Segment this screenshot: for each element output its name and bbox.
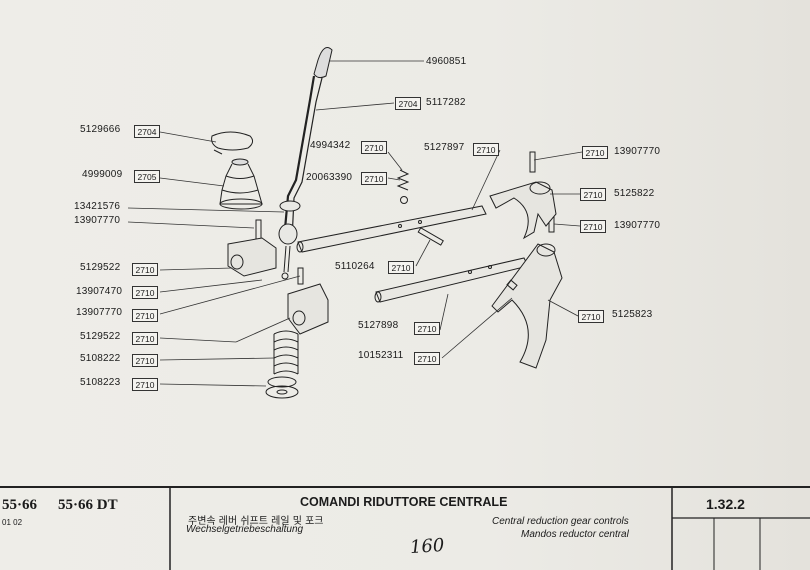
model-name-1: 55·66 xyxy=(2,497,38,513)
part-code-5108223: 5108223 xyxy=(80,377,121,388)
spring-pin-3 xyxy=(529,151,536,173)
part-code-5129522-a: 5129522 xyxy=(80,262,121,273)
coil-spring xyxy=(273,330,299,375)
washer-upper xyxy=(267,376,297,388)
part-code-20063390: 20063390 xyxy=(306,172,353,183)
ref-box-5117282: 2704 xyxy=(395,97,421,110)
title-korean: 주변속 레버 쉬프트 레일 및 포크 xyxy=(188,516,324,527)
ref-box-5125822: 2710 xyxy=(580,188,606,201)
part-code-13907770-b: 13907770 xyxy=(76,307,123,318)
title-block-dividers xyxy=(169,486,810,570)
ref-box-5125823: 2710 xyxy=(578,310,604,323)
ref-box-5127897: 2710 xyxy=(473,143,499,156)
part-code-4999009: 4999009 xyxy=(82,169,123,180)
page-title: COMANDI RIDUTTORE CENTRALE xyxy=(300,495,508,509)
part-code-5108222: 5108222 xyxy=(80,353,121,364)
selector-block-1 xyxy=(227,237,277,277)
ref-box-5129522-b: 2710 xyxy=(132,332,158,345)
detent-ball xyxy=(400,196,408,204)
shift-fork-lower xyxy=(491,243,563,369)
ref-box-5110264: 2710 xyxy=(388,261,414,274)
ref-box-10152311: 2710 xyxy=(414,352,440,365)
handwritten-page-number: 160 xyxy=(409,534,446,559)
ref-box-5108222: 2710 xyxy=(132,354,158,367)
ref-box-5127898: 2710 xyxy=(414,322,440,335)
part-code-13907770-d: 13907770 xyxy=(614,220,661,231)
washer-lower xyxy=(265,385,299,399)
part-code-5125823: 5125823 xyxy=(612,309,653,320)
part-code-4994342: 4994342 xyxy=(310,140,351,151)
part-code-13421576: 13421576 xyxy=(74,201,121,212)
model-name-2: 55·66 DT xyxy=(58,497,118,513)
part-code-13907770-c: 13907770 xyxy=(614,146,661,157)
part-code-5127898: 5127898 xyxy=(358,320,399,331)
part-code-10152311: 10152311 xyxy=(358,350,404,361)
ref-box-4994342: 2710 xyxy=(361,141,387,154)
part-code-5117282: 5117282 xyxy=(426,97,466,108)
ref-box-5129666: 2704 xyxy=(134,125,160,138)
shift-rail-upper xyxy=(296,205,487,253)
part-code-5110264: 5110264 xyxy=(335,261,375,272)
selector-block-2 xyxy=(287,283,329,335)
ref-box-13907770-b: 2710 xyxy=(132,309,158,322)
title-english: Central reduction gear controls xyxy=(492,516,629,527)
lever-clip xyxy=(211,131,254,155)
interlock-pin xyxy=(417,227,444,246)
part-code-13907470: 13907470 xyxy=(76,286,123,297)
part-code-4960851: 4960851 xyxy=(426,56,467,67)
part-code-5129522-b: 5129522 xyxy=(80,331,121,342)
title-german: Wechselgetriebeschaltung xyxy=(186,524,304,535)
part-code-5125822: 5125822 xyxy=(614,188,655,199)
model-sub: 01 02 xyxy=(2,518,23,527)
ref-box-20063390: 2710 xyxy=(361,172,387,185)
page-number: 1.32.2 xyxy=(706,496,745,512)
ref-box-4999009: 2705 xyxy=(134,170,160,183)
part-code-13907770-a: 13907770 xyxy=(74,215,121,226)
detent-spring xyxy=(396,169,410,191)
spring-pin-1 xyxy=(255,219,262,241)
ref-box-5108223: 2710 xyxy=(132,378,158,391)
ref-box-13907770-c: 2710 xyxy=(582,146,608,159)
leader-lines xyxy=(127,60,583,387)
part-code-5127897: 5127897 xyxy=(424,142,465,153)
shift-fork-upper xyxy=(489,181,557,240)
spring-pin-2 xyxy=(297,267,304,285)
part-code-5129666: 5129666 xyxy=(80,124,121,135)
rubber-boot xyxy=(219,158,263,210)
ref-box-13907770-d: 2710 xyxy=(580,220,606,233)
ref-box-13907470: 2710 xyxy=(132,286,158,299)
ref-box-5129522-a: 2710 xyxy=(132,263,158,276)
title-block-top-border xyxy=(0,486,810,488)
title-spanish: Mandos reductor central xyxy=(521,529,629,540)
gear-lever xyxy=(278,47,333,280)
